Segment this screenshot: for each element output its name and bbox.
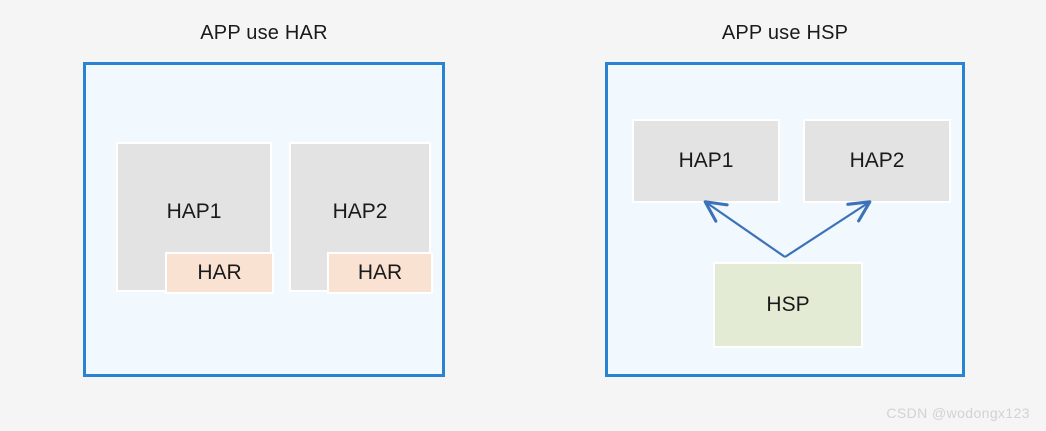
right-hap2-label: HAP2: [849, 149, 905, 172]
left-hap2-har-box: HAR: [327, 252, 433, 294]
right-panel-title: APP use HSP: [721, 22, 849, 44]
left-hap1-har-box: HAR: [165, 252, 274, 294]
right-hap1-box: HAP1: [632, 119, 780, 203]
right-hap2-box: HAP2: [803, 119, 951, 203]
left-hap2-box: HAP2 HAR: [289, 142, 433, 294]
right-hsp-label: HSP: [766, 293, 810, 316]
left-hap2-label: HAP2: [332, 200, 388, 223]
left-panel-title: APP use HAR: [200, 22, 328, 44]
left-panel-app-use-har: HAP1 HAR HAP2 HAR: [83, 62, 445, 377]
right-panel-app-use-hsp: HAP1 HAP2 HSP: [605, 62, 965, 377]
left-hap1-box: HAP1 HAR: [116, 142, 274, 294]
watermark-text: CSDN @wodongx123: [886, 405, 1030, 421]
left-hap1-har-label: HAR: [197, 261, 242, 284]
left-hap2-har-label: HAR: [357, 261, 403, 284]
right-hsp-box: HSP: [713, 262, 863, 348]
right-hap1-label: HAP1: [678, 149, 734, 172]
left-hap1-label: HAP1: [166, 200, 222, 223]
